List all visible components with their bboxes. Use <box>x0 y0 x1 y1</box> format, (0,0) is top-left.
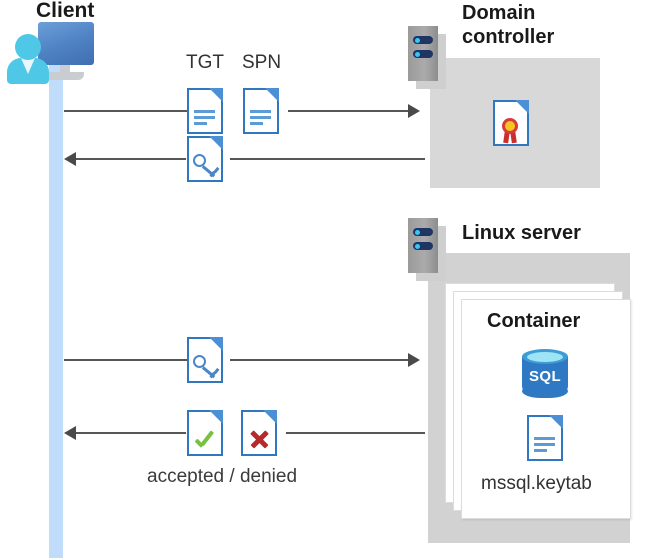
sql-badge-label: SQL <box>528 368 562 385</box>
arrow-linux-to-client-segment-left <box>76 432 186 434</box>
monitor-neck <box>60 65 70 75</box>
arrow-linux-to-client-segment-right <box>286 432 425 434</box>
arrow-client-to-linux-segment-right <box>230 359 408 361</box>
client-workstation-icon <box>7 22 96 84</box>
arrow-client-to-linux-segment-left <box>64 359 188 361</box>
keytab-filename-label: mssql.keytab <box>481 473 592 494</box>
client-lifeline <box>49 58 63 558</box>
server-rack-icon <box>408 26 446 89</box>
arrow-client-to-dc-segment-right <box>288 110 408 112</box>
person-collar <box>21 58 35 74</box>
arrow-linux-to-client-head <box>64 426 76 440</box>
server-body <box>408 26 438 81</box>
key-document-icon <box>187 337 223 383</box>
container-title: Container <box>487 310 581 332</box>
linux-server-title: Linux server <box>462 222 581 244</box>
monitor-base <box>46 72 84 80</box>
document-icon <box>527 415 563 461</box>
key-document-icon <box>187 136 223 182</box>
server-body <box>408 218 438 273</box>
server-bay-1 <box>413 36 433 44</box>
spn-label: SPN <box>242 52 282 73</box>
client-title: Client <box>36 0 95 22</box>
domain-controller-title-line2: controller <box>462 25 555 48</box>
arrow-client-to-dc-head <box>408 104 420 118</box>
tgt-label: TGT <box>186 52 224 73</box>
arrow-client-to-linux-head <box>408 353 420 367</box>
accepted-denied-label: accepted / denied <box>147 466 298 487</box>
arrow-dc-to-client-segment-right <box>230 158 425 160</box>
certificate-seal <box>500 118 520 144</box>
monitor-screen <box>38 22 94 65</box>
cross-document-icon <box>241 410 277 456</box>
container-card-front <box>461 299 631 519</box>
server-bay-1 <box>413 228 433 236</box>
arrow-dc-to-client-head <box>64 152 76 166</box>
certificate-document-icon <box>493 100 529 146</box>
document-icon <box>187 88 223 134</box>
arrow-client-to-dc-segment-left <box>64 110 188 112</box>
server-bay-2 <box>413 242 433 250</box>
server-bay-2 <box>413 50 433 58</box>
check-document-icon <box>187 410 223 456</box>
document-fold <box>549 415 563 429</box>
sql-database-icon: SQL <box>522 348 568 400</box>
person-head <box>15 34 41 60</box>
arrow-dc-to-client-segment-left <box>76 158 186 160</box>
domain-controller-title: Domain controller <box>462 2 632 49</box>
document-fold <box>515 100 529 114</box>
server-rack-icon <box>408 218 446 281</box>
domain-controller-title-line1: Domain <box>462 2 536 24</box>
document-icon <box>243 88 279 134</box>
